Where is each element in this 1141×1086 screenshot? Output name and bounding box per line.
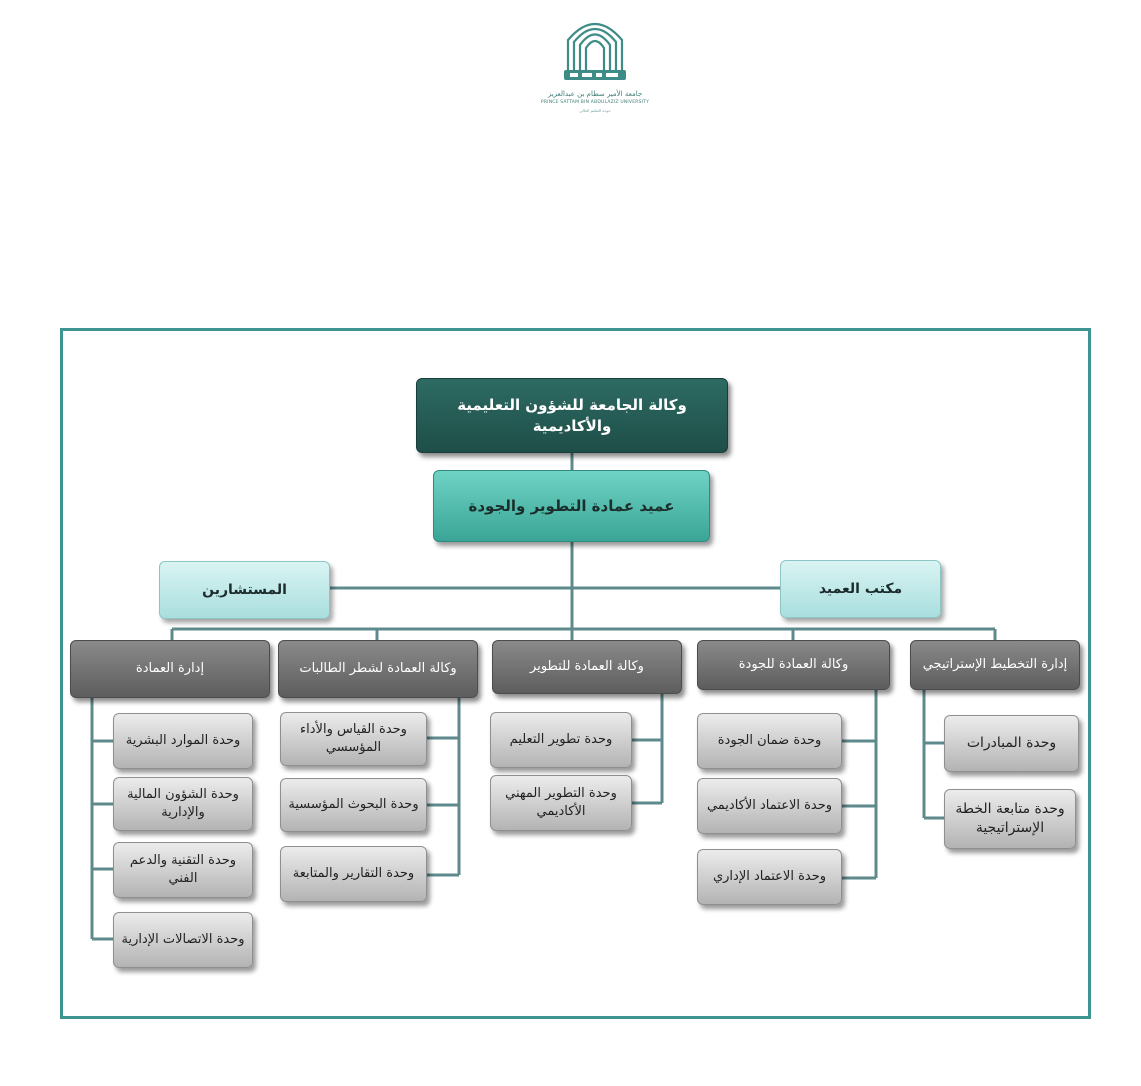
unit-box: وحدة القياس والأداء المؤسسي xyxy=(280,712,427,766)
department-label: وكالة العمادة للتطوير xyxy=(530,659,644,675)
logo-english-name: PRINCE SATTAM BIN ABDULAZIZ UNIVERSITY xyxy=(540,100,650,105)
unit-box: وحدة البحوث المؤسسية xyxy=(280,778,427,832)
unit-label: وحدة ضمان الجودة xyxy=(717,733,822,749)
unit-box: وحدة الموارد البشرية xyxy=(113,713,253,769)
unit-label: وحدة التقنية والدعم الفني xyxy=(129,853,237,886)
unit-box: وحدة التقارير والمتابعة xyxy=(280,846,427,902)
unit-label: وحدة الاتصالات الإدارية xyxy=(121,932,245,948)
advisors-box: المستشارين xyxy=(159,561,330,619)
logo-tagline: جودة التعليم العالي xyxy=(579,108,611,113)
university-emblem-icon xyxy=(564,23,626,80)
unit-box: وحدة متابعة الخطة الإستراتيجية xyxy=(944,789,1076,849)
unit-box: وحدة الاعتماد الإداري xyxy=(697,849,842,905)
dean-office-label: مكتب العميد xyxy=(818,580,903,597)
university-vice-rectorate-label: وكالة الجامعة للشؤون التعليمية والأكاديم… xyxy=(457,396,687,435)
department-label: إدارة التخطيط الإستراتيجي xyxy=(922,657,1068,673)
unit-label: وحدة متابعة الخطة الإستراتيجية xyxy=(955,801,1065,836)
dean-office-box: مكتب العميد xyxy=(780,560,941,618)
unit-label: وحدة التقارير والمتابعة xyxy=(292,866,415,882)
logo-arabic-name: جامعة الأمير سطام بن عبدالعزيز xyxy=(547,90,643,98)
department-label: وكالة العمادة للجودة xyxy=(738,657,849,673)
unit-label: وحدة القياس والأداء المؤسسي xyxy=(300,722,407,755)
dean-label: عميد عمادة التطوير والجودة xyxy=(468,496,675,515)
department-box-strategic-planning: إدارة التخطيط الإستراتيجي xyxy=(910,640,1080,690)
unit-label: وحدة الشؤون المالية والإدارية xyxy=(127,787,239,820)
unit-box: وحدة ضمان الجودة xyxy=(697,713,842,769)
department-label: إدارة العمادة xyxy=(135,661,205,677)
unit-label: وحدة المبادرات xyxy=(966,735,1057,752)
dean-box: عميد عمادة التطوير والجودة xyxy=(433,470,710,542)
unit-box: وحدة التقنية والدعم الفني xyxy=(113,842,253,898)
unit-box: وحدة الاتصالات الإدارية xyxy=(113,912,253,968)
unit-box: وحدة التطوير المهني الأكاديمي xyxy=(490,775,632,831)
university-vice-rectorate-box: وكالة الجامعة للشؤون التعليمية والأكاديم… xyxy=(416,378,728,453)
department-box-female-section: وكالة العمادة لشطر الطالبات xyxy=(278,640,478,698)
unit-label: وحدة الاعتماد الأكاديمي xyxy=(706,798,833,814)
department-box-administration: إدارة العمادة xyxy=(70,640,270,698)
unit-box: وحدة الشؤون المالية والإدارية xyxy=(113,777,253,831)
unit-box: وحدة المبادرات xyxy=(944,715,1079,772)
unit-label: وحدة الاعتماد الإداري xyxy=(712,869,827,885)
unit-label: وحدة البحوث المؤسسية xyxy=(288,797,419,813)
unit-box: وحدة الاعتماد الأكاديمي xyxy=(697,778,842,834)
advisors-label: المستشارين xyxy=(202,581,287,598)
unit-label: وحدة الموارد البشرية xyxy=(125,733,241,749)
department-box-development: وكالة العمادة للتطوير xyxy=(492,640,682,694)
unit-box: وحدة تطوير التعليم xyxy=(490,712,632,768)
unit-label: وحدة التطوير المهني الأكاديمي xyxy=(505,786,617,819)
unit-label: وحدة تطوير التعليم xyxy=(509,732,613,748)
department-box-quality: وكالة العمادة للجودة xyxy=(697,640,890,690)
department-label: وكالة العمادة لشطر الطالبات xyxy=(299,661,457,677)
university-logo: جامعة الأمير سطام بن عبدالعزيز PRINCE SA… xyxy=(530,10,660,120)
org-chart-frame xyxy=(60,328,1091,1019)
